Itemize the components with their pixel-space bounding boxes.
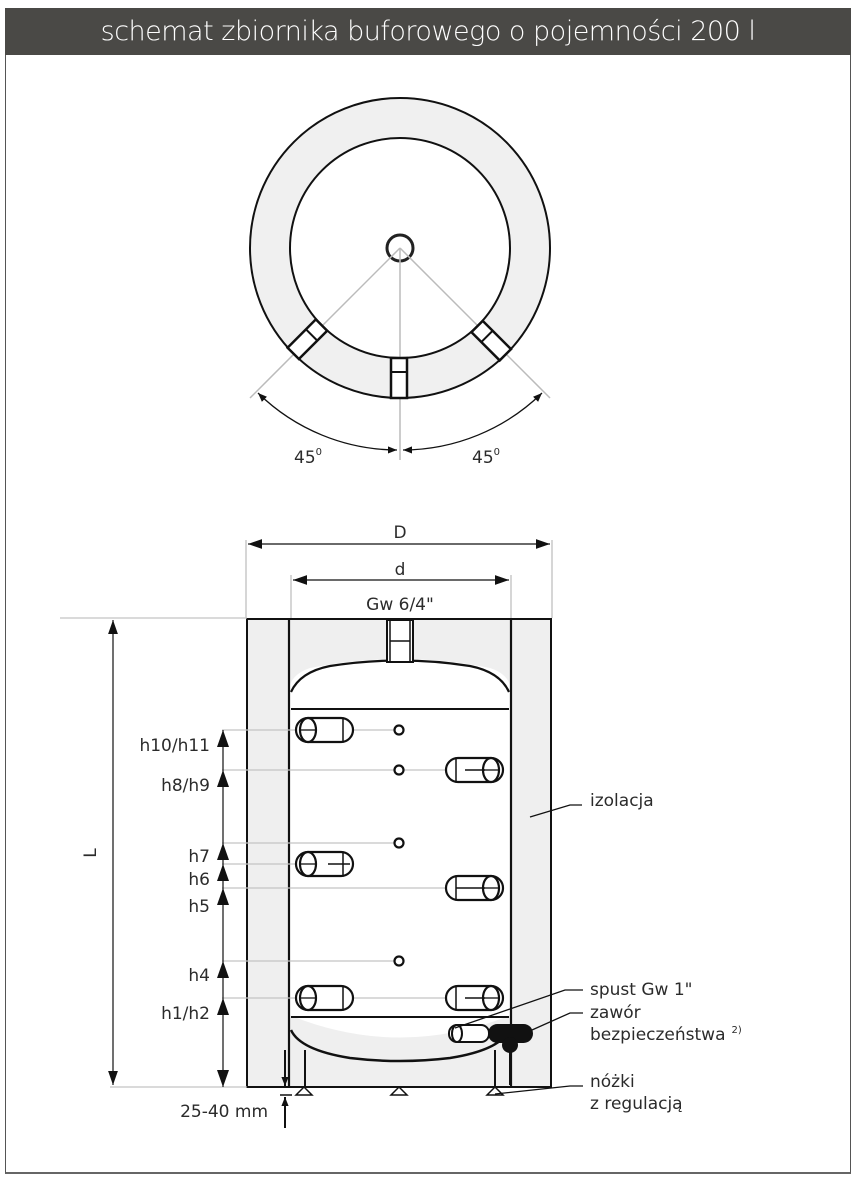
dimension-L-label: L <box>81 848 101 858</box>
height-label-h10-h11: h10/h11 <box>139 736 210 756</box>
sensor-port-icon <box>393 955 405 967</box>
safety-valve-icon <box>488 1024 533 1085</box>
foot-center-icon <box>389 1085 409 1096</box>
connector-pipe-icon <box>444 984 505 1012</box>
connector-bottom-icon <box>389 356 409 400</box>
sensor-port-icon <box>393 837 405 849</box>
connector-left-icon <box>285 317 329 361</box>
feet-callout-line1: nóżki <box>590 1072 635 1092</box>
foot-left-icon <box>294 1085 314 1096</box>
connector-pipe-icon <box>294 850 355 878</box>
height-label-h4: h4 <box>188 966 210 986</box>
top-connection-label: Gw 6/4" <box>366 595 434 615</box>
angle-right-label: 450 <box>472 447 500 468</box>
dimension-D-label: D <box>393 523 406 543</box>
side-view: D d Gw 6/4" <box>60 523 742 1128</box>
angle-left-label: 450 <box>294 447 322 468</box>
insulation-callout: izolacja <box>590 791 654 811</box>
height-label-h1-h2: h1/h2 <box>161 1004 210 1024</box>
connector-pipe-icon <box>294 984 355 1012</box>
valve-callout-line1: zawór <box>590 1003 641 1023</box>
top-pipe-icon <box>386 619 414 663</box>
connector-pipe-icon <box>294 716 355 744</box>
height-label-h6: h6 <box>188 870 210 890</box>
dimension-d-label: d <box>395 560 406 580</box>
page-title-text: schemat zbiornika buforowego o pojemnośc… <box>100 16 756 47</box>
top-view: 450 450 <box>249 97 551 468</box>
connector-right-icon <box>469 319 513 363</box>
connector-pipe-icon <box>444 756 505 784</box>
height-label-h8-h9: h8/h9 <box>161 776 210 796</box>
connector-pipe-icon <box>444 874 505 902</box>
drain-pipe-icon <box>448 1024 490 1043</box>
angle-arc-right <box>402 392 543 454</box>
angle-arc-left <box>257 392 398 454</box>
page-title: schemat zbiornika buforowego o pojemnośc… <box>5 8 851 55</box>
tank-bottom-dome <box>289 1029 511 1063</box>
height-arrows <box>217 730 229 1087</box>
feet-offset-label: 25-40 mm <box>180 1102 268 1122</box>
drain-callout: spust Gw 1" <box>590 980 692 1000</box>
height-label-h7: h7 <box>188 847 210 867</box>
sensor-port-icon <box>393 764 405 776</box>
sensor-port-icon <box>393 724 405 736</box>
feet-callout-line2: z regulacją <box>590 1094 683 1114</box>
height-label-h5: h5 <box>188 897 210 917</box>
